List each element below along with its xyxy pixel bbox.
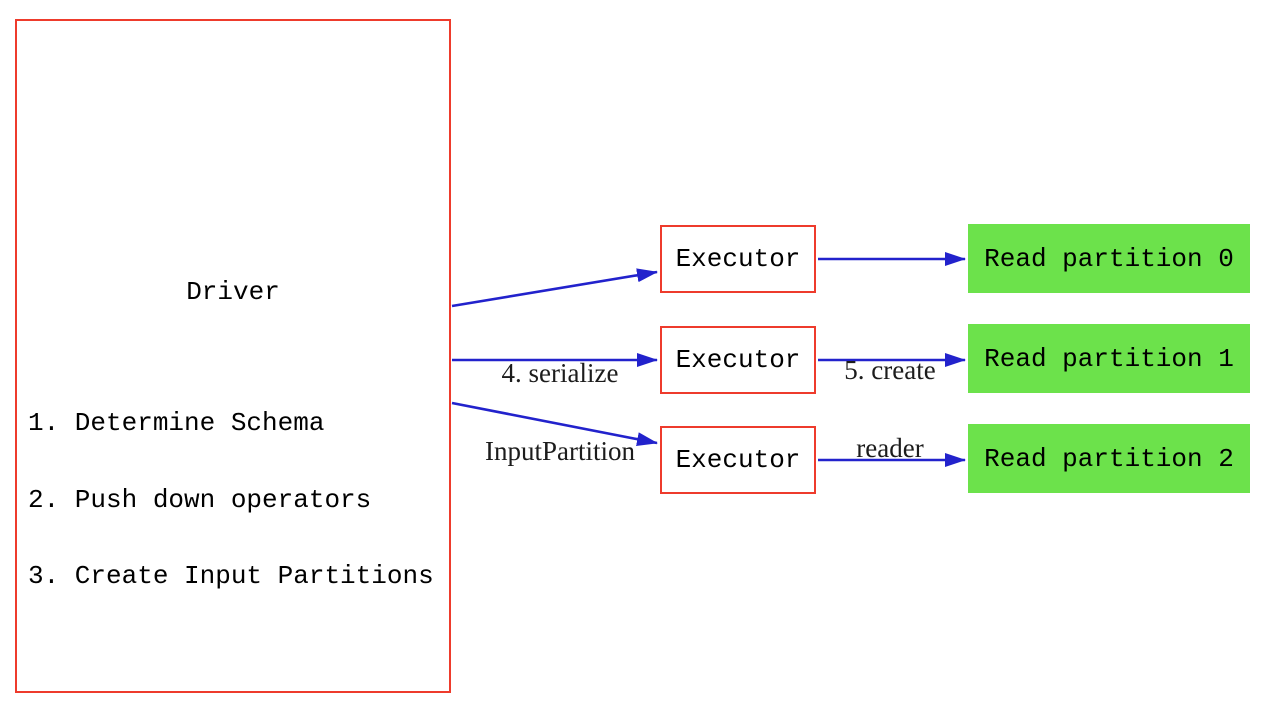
driver-title: Driver — [186, 277, 280, 307]
executor-label: Executor — [675, 445, 801, 475]
executor-node-2: Executor — [660, 426, 816, 494]
read-partition-node-0: Read partition 0 — [968, 224, 1250, 293]
read-partition-label: Read partition 2 — [984, 443, 1234, 474]
driver-step-3: 3. Create Input Partitions — [28, 561, 434, 591]
edge-label-line: 5. create — [844, 355, 936, 385]
read-partition-label: Read partition 0 — [984, 243, 1234, 274]
driver-step-2: 2. Push down operators — [28, 484, 372, 515]
driver-steps-list: 1. Determine Schema 2. Push down operato… — [28, 360, 434, 641]
executor-node-0: Executor — [660, 225, 816, 293]
edge-label-line: reader — [856, 433, 924, 463]
arrow-driver-to-executor-0 — [451, 268, 658, 308]
read-partition-label: Read partition 1 — [984, 343, 1234, 374]
edge-label-line: InputPartition — [485, 436, 635, 466]
driver-step-1: 1. Determine Schema — [28, 408, 325, 438]
executor-node-1: Executor — [660, 326, 816, 394]
edge-label-line: 4. serialize — [501, 358, 619, 388]
executor-label: Executor — [675, 244, 801, 274]
driver-node: Driver 1. Determine Schema 2. Push down … — [15, 19, 451, 693]
edge-label-create-reader: 5. create reader — [780, 305, 1000, 513]
read-partition-node-1: Read partition 1 — [968, 324, 1250, 393]
executor-label: Executor — [675, 345, 801, 375]
read-partition-node-2: Read partition 2 — [968, 424, 1250, 493]
edge-label-serialize-inputpartition: 4. serialize InputPartition — [450, 308, 670, 516]
